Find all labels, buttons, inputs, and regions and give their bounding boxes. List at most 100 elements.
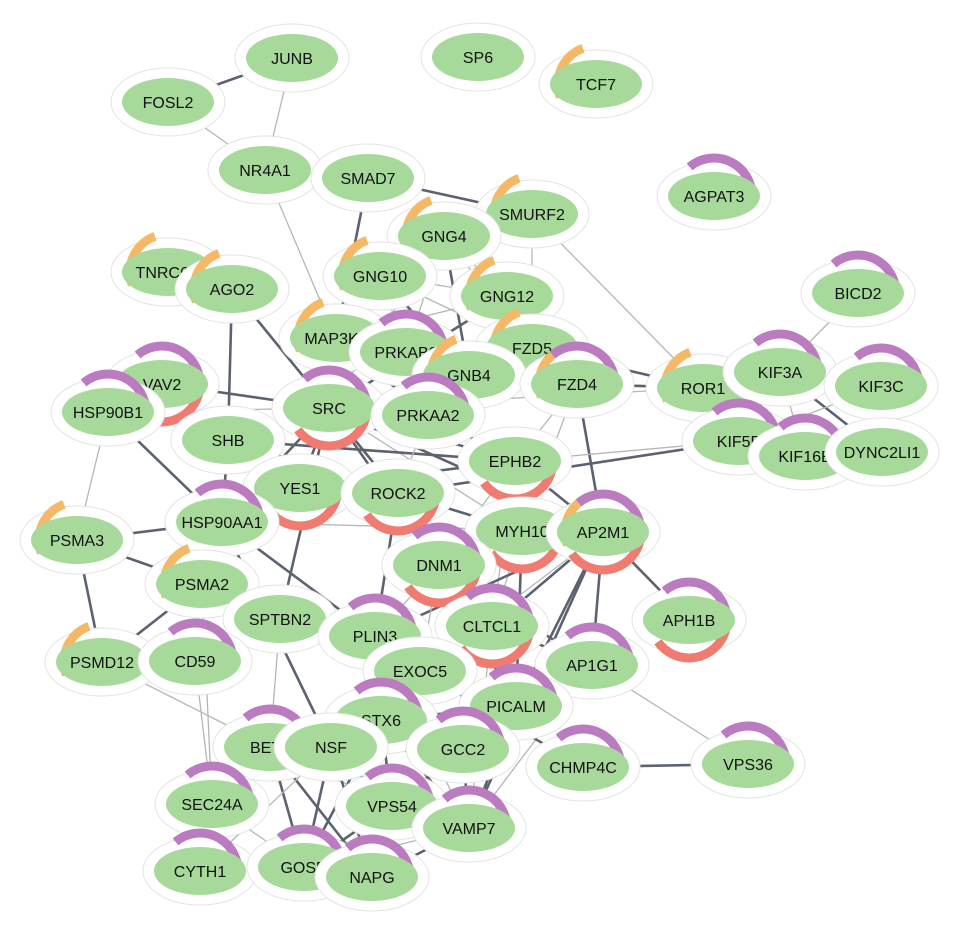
node-ago2[interactable]: AGO2 bbox=[174, 249, 290, 324]
node-body bbox=[702, 740, 794, 788]
node-body bbox=[550, 60, 642, 108]
node-fzd4[interactable]: FZD4 bbox=[519, 341, 635, 419]
node-junb[interactable]: JUNB bbox=[234, 23, 350, 93]
node-smad7[interactable]: SMAD7 bbox=[310, 143, 426, 213]
node-label-aph1b: APH1B bbox=[663, 613, 715, 630]
node-psma2[interactable]: PSMA2 bbox=[144, 544, 260, 619]
node-dnm1[interactable]: DNM1 bbox=[381, 522, 497, 608]
node-body bbox=[322, 154, 414, 202]
node-label-gng4: GNG4 bbox=[421, 229, 466, 246]
node-label-psma3: PSMA3 bbox=[50, 533, 104, 550]
node-label-psma2: PSMA2 bbox=[175, 577, 229, 594]
node-body bbox=[432, 33, 524, 81]
node-sp6[interactable]: SP6 bbox=[420, 22, 536, 92]
node-fosl2[interactable]: FOSL2 bbox=[110, 67, 226, 137]
node-agpat3[interactable]: AGPAT3 bbox=[656, 153, 772, 231]
node-psmd12[interactable]: PSMD12 bbox=[44, 622, 160, 697]
node-label-fosl2: FOSL2 bbox=[143, 95, 194, 112]
node-body bbox=[836, 428, 928, 476]
node-body bbox=[62, 388, 154, 436]
node-sec24a[interactable]: SEC24A bbox=[154, 761, 270, 839]
node-psma3[interactable]: PSMA3 bbox=[19, 500, 135, 575]
node-label-exoc5: EXOC5 bbox=[393, 664, 447, 681]
ring-red bbox=[404, 573, 481, 608]
node-gng10[interactable]: GNG10 bbox=[322, 236, 438, 311]
node-ephb2[interactable]: EPHB2 bbox=[457, 426, 573, 504]
node-sptbn2[interactable]: SPTBN2 bbox=[222, 584, 338, 654]
node-ap2m1[interactable]: AP2M1 bbox=[545, 489, 661, 575]
node-gcc2[interactable]: GCC2 bbox=[405, 706, 521, 784]
node-dync2li1[interactable]: DYNC2LI1 bbox=[824, 417, 940, 487]
node-label-bicd2: BICD2 bbox=[834, 286, 881, 303]
node-tcf7[interactable]: TCF7 bbox=[538, 44, 654, 119]
node-kif3c[interactable]: KIF3C bbox=[823, 343, 939, 421]
node-label-ephb2: EPHB2 bbox=[489, 454, 542, 471]
node-label-tcf7: TCF7 bbox=[576, 77, 616, 94]
node-body bbox=[470, 682, 562, 730]
node-label-kif3a: KIF3A bbox=[758, 365, 803, 382]
node-cd59[interactable]: CD59 bbox=[137, 618, 253, 696]
node-body bbox=[56, 638, 148, 686]
node-label-ago2: AGO2 bbox=[210, 282, 255, 299]
node-label-gcc2: GCC2 bbox=[441, 742, 486, 759]
node-body bbox=[166, 780, 258, 828]
node-label-cltcl1: CLTCL1 bbox=[463, 619, 521, 636]
node-nsf[interactable]: NSF bbox=[273, 712, 389, 782]
node-label-hsp90aa1: HSP90AA1 bbox=[182, 515, 263, 532]
node-label-cyth1: CYTH1 bbox=[174, 864, 227, 881]
node-napg[interactable]: NAPG bbox=[314, 834, 430, 912]
node-body bbox=[461, 272, 553, 320]
node-body bbox=[531, 360, 623, 408]
node-bicd2[interactable]: BICD2 bbox=[800, 250, 916, 328]
node-cltcl1[interactable]: CLTCL1 bbox=[434, 583, 550, 669]
node-myh10[interactable]: MYH10 bbox=[464, 496, 580, 574]
node-body bbox=[537, 743, 629, 791]
node-label-dync2li1: DYNC2LI1 bbox=[844, 445, 921, 462]
node-label-psmd12: PSMD12 bbox=[70, 655, 134, 672]
node-gng12[interactable]: GNG12 bbox=[449, 256, 565, 331]
node-label-hsp90b1: HSP90B1 bbox=[73, 405, 143, 422]
node-label-vps36: VPS36 bbox=[723, 757, 773, 774]
node-label-nr4a1: NR4A1 bbox=[239, 163, 291, 180]
node-label-gng10: GNG10 bbox=[353, 269, 407, 286]
node-body bbox=[234, 595, 326, 643]
node-body bbox=[186, 265, 278, 313]
node-body bbox=[812, 269, 904, 317]
node-label-shb: SHB bbox=[212, 433, 245, 450]
node-label-ror1: ROR1 bbox=[681, 381, 726, 398]
node-body bbox=[469, 437, 561, 485]
node-body bbox=[546, 641, 638, 689]
node-hsp90b1[interactable]: HSP90B1 bbox=[50, 369, 166, 447]
node-label-sec24a: SEC24A bbox=[181, 797, 243, 814]
node-src[interactable]: SRC bbox=[271, 365, 387, 451]
node-hsp90aa1[interactable]: HSP90AA1 bbox=[164, 479, 280, 557]
node-label-agpat3: AGPAT3 bbox=[684, 189, 745, 206]
node-kif3a[interactable]: KIF3A bbox=[722, 329, 838, 407]
node-ap1g1[interactable]: AP1G1 bbox=[534, 622, 650, 700]
node-label-kif3c: KIF3C bbox=[858, 379, 903, 396]
node-smurf2[interactable]: SMURF2 bbox=[474, 174, 590, 249]
ring-red bbox=[487, 539, 564, 574]
node-body bbox=[122, 78, 214, 126]
node-nr4a1[interactable]: NR4A1 bbox=[207, 135, 323, 205]
node-cyth1[interactable]: CYTH1 bbox=[142, 828, 258, 906]
node-body bbox=[285, 723, 377, 771]
node-label-src: SRC bbox=[312, 401, 346, 418]
node-label-yes1: YES1 bbox=[280, 481, 321, 498]
node-label-plin3: PLIN3 bbox=[353, 629, 398, 646]
node-shb[interactable]: SHB bbox=[170, 405, 286, 475]
node-label-fzd5: FZD5 bbox=[512, 341, 552, 358]
node-body bbox=[326, 853, 418, 901]
node-body bbox=[476, 507, 568, 555]
node-body bbox=[156, 560, 248, 608]
node-prkaa2[interactable]: PRKAA2 bbox=[370, 372, 486, 450]
node-body bbox=[352, 469, 444, 517]
node-aph1b[interactable]: APH1B bbox=[631, 577, 747, 663]
node-label-picalm: PICALM bbox=[486, 699, 546, 716]
node-vps36[interactable]: VPS36 bbox=[690, 721, 806, 799]
node-label-cd59: CD59 bbox=[175, 654, 216, 671]
node-vamp7[interactable]: VAMP7 bbox=[411, 785, 527, 863]
node-rock2[interactable]: ROCK2 bbox=[340, 458, 456, 536]
node-chmp4c[interactable]: CHMP4C bbox=[525, 724, 641, 802]
